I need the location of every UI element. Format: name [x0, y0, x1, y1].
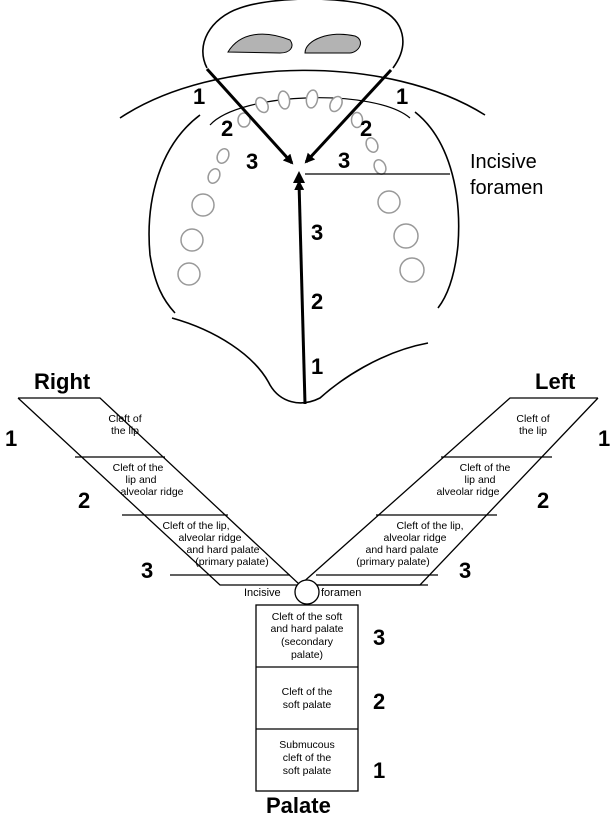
tooth [192, 194, 214, 216]
palate-number-3: 3 [373, 625, 385, 650]
right-cleft-number-1: 1 [396, 84, 408, 109]
right-arm-cell-2-line: Cleft of the [113, 462, 164, 474]
palate-cell-3-line: (secondary [281, 636, 334, 648]
foramen-caption-line2: foramen [470, 177, 543, 199]
upper-lip-outline [203, 0, 403, 68]
right-arm-number-1: 1 [5, 426, 17, 451]
left-cleft-number-1: 1 [193, 84, 205, 109]
left-cleft-number-2: 2 [221, 116, 233, 141]
tooth [206, 167, 222, 185]
left-heading: Left [535, 369, 576, 394]
right-arm-cell-1-line: Cleft of [108, 413, 141, 425]
tooth [277, 90, 291, 110]
right-arm-cell-3-line: and hard palate [187, 544, 260, 556]
palate-number-2: 2 [373, 689, 385, 714]
palate-cleft-number-2: 2 [311, 289, 323, 314]
right-cleft-number-3: 3 [338, 148, 350, 173]
palate-cleft-number-1: 1 [311, 354, 323, 379]
tooth [372, 158, 388, 176]
tooth [253, 95, 271, 114]
left-arm-cell-2-line: lip and [465, 474, 496, 486]
left-arm-cell-3-line: alveolar ridge [383, 532, 446, 544]
right-arm-cell-3-line: alveolar ridge [178, 532, 241, 544]
left-arm-number-3: 3 [459, 558, 471, 583]
right-heading: Right [34, 369, 91, 394]
palate-heading: Palate [266, 793, 331, 818]
tooth [181, 229, 203, 251]
right-arm-cell-2-line: lip and [126, 474, 157, 486]
palate-cell-1-line: Submucous [279, 739, 334, 751]
nostril-right [305, 34, 360, 53]
right-arm-cell-3-line: Cleft of the lip, [162, 520, 229, 532]
foramen-caption-line1: Incisive [470, 151, 537, 173]
left-arm-cell-2-line: Cleft of the [460, 462, 511, 474]
foramen-label: foramen [321, 587, 361, 599]
left-arm-cell-3-line: and hard palate [366, 544, 439, 556]
incisive-label: Incisive [244, 587, 281, 599]
palate-cell-3-line: and hard palate [271, 623, 344, 635]
palate-cleft-number-3: 3 [311, 220, 323, 245]
tooth [394, 224, 418, 248]
left-arm-number-2: 2 [537, 488, 549, 513]
palate-cell-3-line: palate) [291, 649, 323, 661]
tooth [178, 263, 200, 285]
tooth [305, 89, 319, 109]
palate-cell-2-line: soft palate [283, 699, 332, 711]
palate-anatomy-illustration: Incisive foramen 1 2 3 1 2 3 3 2 1 [120, 0, 543, 404]
tooth [378, 191, 400, 213]
palate-cell-3-line: Cleft of the soft [272, 611, 343, 623]
left-arm-cell-1-line: the lip [519, 425, 547, 437]
left-arm-cell-1-line: Cleft of [516, 413, 549, 425]
left-arm-cell-3-line: Cleft of the lip, [396, 520, 463, 532]
palate-cleft-arrow [299, 182, 305, 404]
left-arm-cell-2-line: alveolar ridge [436, 486, 499, 498]
right-arm-cell-3-line: (primary palate) [195, 556, 269, 568]
palate-cell-1-line: cleft of the [283, 752, 332, 764]
nostril-left [228, 34, 292, 53]
right-arm-cell-1-line: the lip [111, 425, 139, 437]
left-arm-cell-3-line: (primary palate) [356, 556, 430, 568]
tooth [400, 258, 424, 282]
right-arm-cell-2-line: alveolar ridge [120, 486, 183, 498]
right-arm-number-2: 2 [78, 488, 90, 513]
right-cleft-number-2: 2 [360, 116, 372, 141]
palate-number-1: 1 [373, 758, 385, 783]
right-arm-number-3: 3 [141, 558, 153, 583]
left-cleft-number-3: 3 [246, 149, 258, 174]
incisive-foramen-circle [295, 580, 319, 604]
tooth [215, 147, 231, 165]
incisive-foramen-marker [293, 171, 305, 183]
left-arm-number-1: 1 [598, 426, 610, 451]
palate-cell-2-line: Cleft of the [282, 686, 333, 698]
soft-palate-outline [172, 318, 428, 403]
classification-schematic: Right Left Palate Incisive foramen [5, 369, 610, 818]
lip-line [120, 70, 485, 118]
palate-cell-1-line: soft palate [283, 765, 332, 777]
